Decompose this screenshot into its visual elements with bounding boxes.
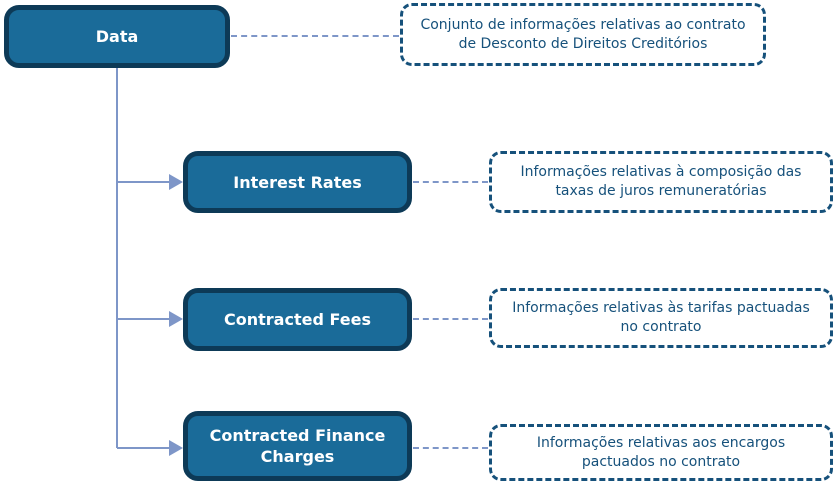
node-interest-rates: Interest Rates [183, 151, 412, 213]
note-data-description: Conjunto de informações relativas ao con… [400, 3, 766, 66]
branch-line-contracted-finance-charges [117, 447, 169, 449]
node-contracted-fees: Contracted Fees [183, 288, 412, 351]
branch-line-contracted-fees [117, 318, 169, 320]
node-contracted-finance-charges: Contracted Finance Charges [183, 411, 412, 481]
note-contracted-finance-charges-text: Informações relativas aos encargos pactu… [536, 434, 786, 470]
node-data: Data [4, 5, 230, 68]
node-contracted-fees-label: Contracted Fees [224, 310, 371, 329]
note-contracted-finance-charges-description: Informações relativas aos encargos pactu… [489, 424, 833, 481]
dashed-connector-interest-rates-note [413, 181, 488, 183]
node-data-label: Data [95, 27, 139, 46]
arrowhead-contracted-finance-charges-icon [169, 440, 183, 456]
node-interest-rates-label: Interest Rates [233, 172, 362, 192]
note-data-text: Conjunto de informações relativas ao con… [420, 16, 746, 52]
node-contracted-finance-charges-label: Contracted Finance Charges [209, 426, 386, 466]
dashed-connector-data-note [231, 35, 399, 37]
note-interest-rates-text: Informações relativas à composição das t… [520, 164, 802, 199]
arrowhead-interest-rates-icon [169, 174, 183, 190]
arrowhead-contracted-fees-icon [169, 311, 183, 327]
tree-trunk-connector [116, 68, 118, 448]
branch-line-interest-rates [117, 181, 169, 183]
dashed-connector-contracted-fees-note [413, 318, 488, 320]
note-contracted-fees-text: Informações relativas às tarifas pactuad… [512, 300, 810, 335]
dashed-connector-contracted-finance-charges-note [413, 447, 488, 449]
note-interest-rates-description: Informações relativas à composição das t… [489, 151, 833, 213]
note-contracted-fees-description: Informações relativas às tarifas pactuad… [489, 288, 833, 348]
